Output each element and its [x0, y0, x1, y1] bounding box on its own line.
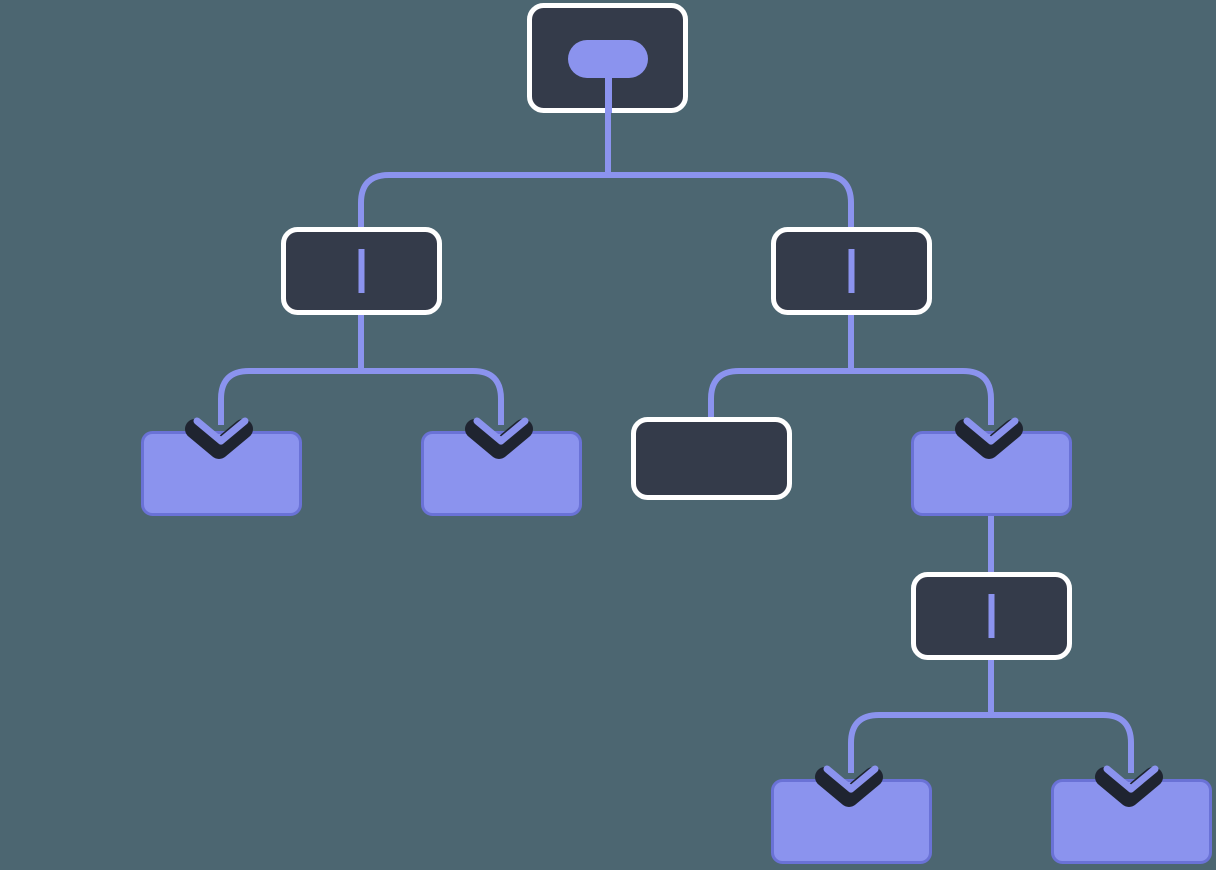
- leaf-node-c-arrowhead: [815, 765, 883, 807]
- root-node-inner-pill: [568, 40, 648, 78]
- edge-level1-left-to-leaf-b: [358, 315, 504, 425]
- level1-left-node[interactable]: [281, 227, 442, 315]
- leaf-node-a-arrowhead-accent: [193, 417, 249, 445]
- edge-level3-to-leaf-d: [991, 712, 1134, 773]
- branch-accent-node-arrowhead-shadow: [955, 419, 1023, 459]
- nodes-layer: [141, 3, 1212, 864]
- branch-accent-node-body[interactable]: [911, 431, 1072, 516]
- leaf-node-b-arrowhead-shadow: [465, 419, 533, 459]
- edge-root-to-level1-left: [358, 113, 611, 227]
- branch-accent-node-arrowhead: [955, 417, 1023, 459]
- root-node[interactable]: [527, 3, 688, 114]
- leaf-node-b[interactable]: [421, 431, 582, 516]
- edge-root-to-level1-right: [605, 113, 854, 227]
- leaf-node-a-arrowhead: [185, 417, 253, 459]
- leaf-node-a-body[interactable]: [141, 431, 302, 516]
- leaf-node-b-body[interactable]: [421, 431, 582, 516]
- leaf-node-c-arrowhead-shadow: [815, 767, 883, 807]
- edge-level1-right-to-branch-node: [848, 315, 994, 425]
- leaf-node-b-arrowhead: [465, 417, 533, 459]
- edge-level1-left-to-leaf-a: [218, 315, 364, 425]
- empty-dark-node[interactable]: [631, 417, 792, 500]
- empty-dark-node-body[interactable]: [631, 417, 792, 500]
- root-node-inner-stem: [605, 58, 612, 113]
- level3-dark-node[interactable]: [911, 572, 1072, 660]
- leaf-node-c-body[interactable]: [771, 779, 932, 864]
- branch-accent-node-arrowhead-accent: [963, 417, 1019, 445]
- edges-layer: [218, 113, 1134, 773]
- arrowheads-layer: [185, 417, 1163, 807]
- leaf-node-b-arrowhead-accent: [473, 417, 529, 445]
- edge-level3-to-leaf-c: [848, 660, 994, 773]
- leaf-node-d-arrowhead: [1095, 765, 1163, 807]
- leaf-node-d-body[interactable]: [1051, 779, 1212, 864]
- edge-level1-right-to-empty-node: [708, 315, 854, 417]
- branch-accent-node[interactable]: [911, 431, 1072, 516]
- leaf-node-a[interactable]: [141, 431, 302, 516]
- leaf-node-c-arrowhead-accent: [823, 765, 879, 793]
- level1-right-node[interactable]: [771, 227, 932, 315]
- leaf-node-d-arrowhead-accent: [1103, 765, 1159, 793]
- leaf-node-a-arrowhead-shadow: [185, 419, 253, 459]
- leaf-node-c[interactable]: [771, 779, 932, 864]
- leaf-node-d[interactable]: [1051, 779, 1212, 864]
- leaf-node-d-arrowhead-shadow: [1095, 767, 1163, 807]
